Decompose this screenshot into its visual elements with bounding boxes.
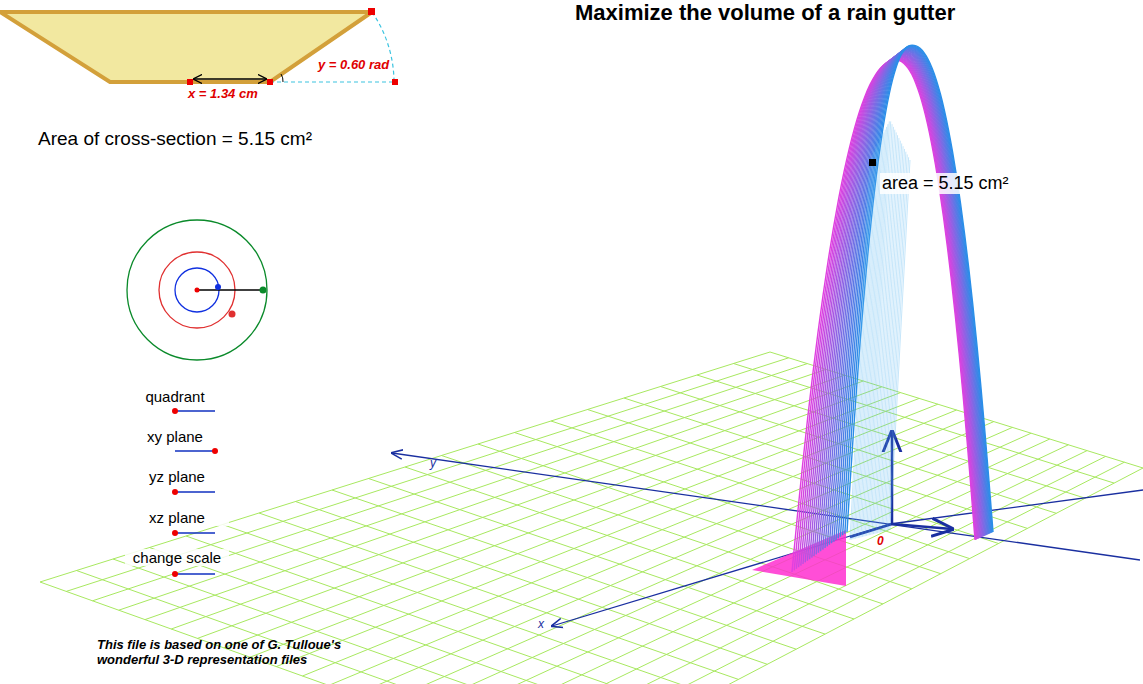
- title: Maximize the volume of a rain gutter: [575, 0, 955, 25]
- surface-curve: [812, 55, 982, 558]
- surface-curve: [814, 54, 982, 556]
- surface-curve: [818, 53, 983, 553]
- gutter-cross-section: [0, 8, 398, 85]
- slider-label: xy plane: [125, 428, 225, 445]
- grid-line: [40, 582, 565, 684]
- surface-mesh: [887, 154, 907, 530]
- slider-label: xz plane: [125, 509, 229, 526]
- axis-label: x: [538, 618, 544, 632]
- surface-mesh: [890, 160, 910, 530]
- surface-plot: [752, 45, 993, 586]
- angle-label: y = 0.60 rad: [318, 58, 389, 73]
- width-label: x = 1.34 cm: [188, 87, 258, 102]
- grid-line: [434, 439, 1050, 684]
- point-marker: [869, 159, 876, 166]
- point-label: area = 5.15 cm²: [880, 173, 1011, 194]
- axes: [392, 432, 1143, 626]
- slider-label: change scale: [125, 549, 229, 566]
- area-readout: Area of cross-section = 5.15 cm²: [38, 128, 312, 150]
- grid-line: [77, 571, 594, 684]
- grid-line: [565, 468, 1143, 684]
- surface-curve: [816, 54, 983, 555]
- surface-mesh: [886, 152, 906, 531]
- grid-line: [381, 427, 1012, 684]
- slider-label: quadrant: [125, 388, 225, 405]
- origin-label: 0: [877, 535, 884, 549]
- slider-label: yz plane: [125, 468, 229, 485]
- circle-control: [127, 220, 267, 360]
- surface-mesh: [884, 149, 904, 531]
- credit-note: This file is based on one of G. Tulloue'…: [97, 638, 397, 668]
- surface-mesh: [889, 157, 909, 530]
- axis-label: y: [430, 457, 436, 471]
- grid-line: [329, 416, 975, 684]
- grid-line: [486, 451, 1087, 684]
